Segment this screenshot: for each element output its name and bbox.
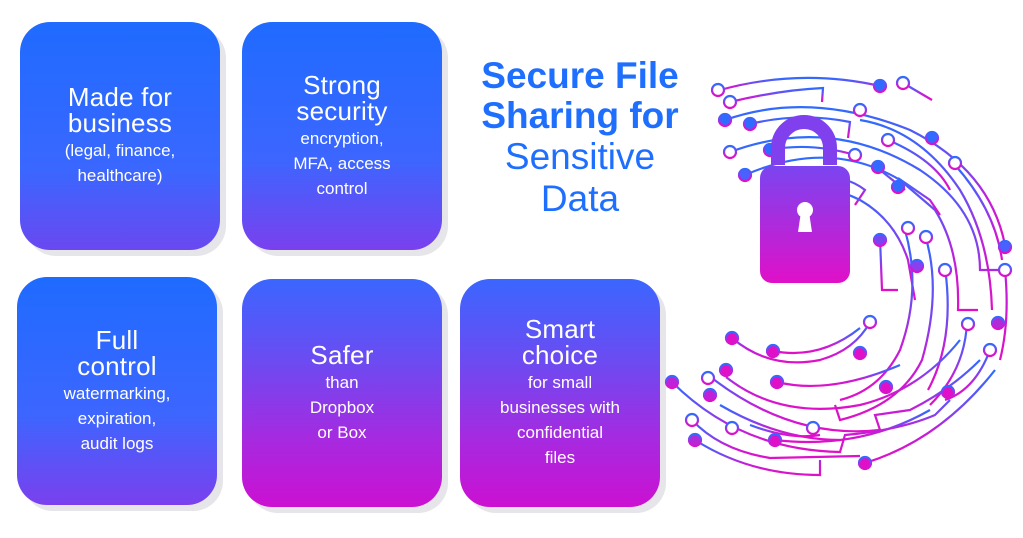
card-subtext: watermarking, expiration, audit logs <box>64 381 171 456</box>
feature-card-safer: Safer than Dropbox or Box <box>242 279 442 507</box>
card-subtext: for small businesses with confidential f… <box>500 370 620 470</box>
card-subtext-line: expiration, <box>77 408 157 428</box>
card-subtext-line: healthcare) <box>77 166 163 185</box>
card-subtext-line: for small <box>527 373 593 392</box>
feature-card-business: Made for business (legal, finance, healt… <box>20 22 220 250</box>
title-line: Sharing for <box>481 95 679 136</box>
card-subtext: than Dropbox or Box <box>310 370 374 445</box>
feature-card-security: Strong security encryption, MFA, access … <box>242 22 442 250</box>
card-subtext-line: audit logs <box>80 433 154 453</box>
card-subtext-line: businesses with <box>499 398 620 417</box>
card-heading: business <box>67 108 173 138</box>
card-subtext-line: (legal, finance, <box>64 141 176 160</box>
card-subtext-line: control <box>316 178 368 198</box>
card-subtext-line: Dropbox <box>309 397 375 417</box>
circuit-nodes-icon <box>664 75 1013 471</box>
feature-card-control: Full control watermarking, expiration, a… <box>17 277 217 505</box>
card-subtext-line: files <box>544 448 576 467</box>
feature-card-smart-choice: Smart choice for small businesses with c… <box>460 279 660 507</box>
card-subtext: (legal, finance, healthcare) <box>65 138 176 188</box>
card-heading: Full <box>95 324 139 355</box>
circuit-lock-graphic <box>664 75 1013 477</box>
card-subtext-line: or Box <box>317 422 367 442</box>
card-subtext: encryption, MFA, access control <box>293 126 390 201</box>
circuit-lines-icon <box>671 76 1008 477</box>
card-heading: Smart <box>524 314 596 344</box>
title-line: Sensitive <box>504 136 656 177</box>
card-subtext-line: MFA, access <box>293 153 391 173</box>
page-title: Secure File Sharing for Sensitive Data <box>440 56 720 220</box>
card-subtext-line: encryption, <box>300 128 384 148</box>
card-subtext-line: watermarking, <box>63 383 171 403</box>
card-heading: Strong <box>303 69 381 100</box>
title-line: Secure File <box>481 55 679 96</box>
card-subtext-line: than <box>325 372 359 392</box>
padlock-icon <box>760 115 850 283</box>
card-heading: security <box>296 95 388 126</box>
card-heading: Made for <box>67 82 173 112</box>
card-heading: choice <box>521 340 599 370</box>
card-heading: control <box>77 350 157 381</box>
card-heading: Safer <box>310 339 374 370</box>
title-line: Data <box>540 178 620 219</box>
card-subtext-line: confidential <box>516 423 603 442</box>
